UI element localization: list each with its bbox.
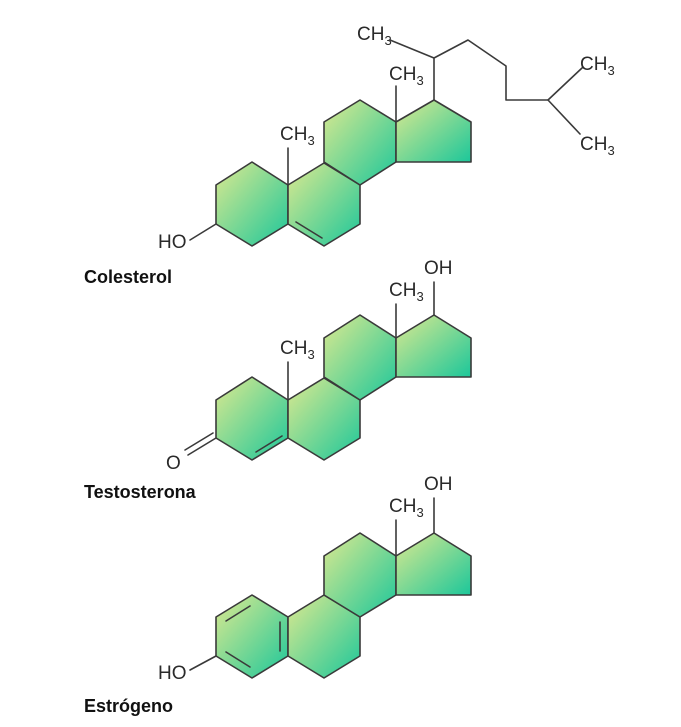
- hydroxyl-label: HO: [158, 663, 187, 684]
- hydroxyl-label: OH: [424, 258, 453, 279]
- methyl-label: CH3: [280, 124, 315, 148]
- aromatic-double-bond: [225, 651, 251, 668]
- ring-d: [395, 314, 472, 378]
- methyl-label: CH3: [280, 338, 315, 362]
- side-chain: [433, 39, 583, 101]
- aromatic-double-bond: [225, 605, 251, 622]
- methyl-label: CH3: [580, 134, 615, 158]
- side-chain-methyl-bond: [389, 39, 435, 59]
- ring-a: [215, 376, 289, 461]
- hydroxyl-bond: [189, 223, 217, 241]
- ring-d: [395, 99, 472, 163]
- estrogen-structure: CH3 OH HO Estrógeno: [84, 474, 472, 716]
- hydroxyl-label: OH: [424, 474, 453, 495]
- methyl-label: CH3: [357, 24, 392, 48]
- hydroxyl-label: HO: [158, 232, 187, 253]
- hydroxyl-bond: [189, 655, 217, 671]
- carbonyl-bond: [187, 437, 217, 456]
- methyl-label: CH3: [580, 54, 615, 78]
- cholesterol-structure: CH3 CH3 CH3 CH3 CH3 HO Colesterol: [84, 24, 615, 287]
- ring-d: [395, 532, 472, 596]
- ring-a: [215, 161, 289, 247]
- molecule-name-testosterone: Testosterona: [84, 482, 197, 502]
- testosterone-structure: CH3 CH3 OH O Testosterona: [84, 258, 472, 502]
- double-bond: [255, 435, 283, 453]
- methyl-label: CH3: [389, 280, 424, 304]
- methyl-label: CH3: [389, 64, 424, 88]
- carbonyl-bond: [184, 432, 214, 451]
- molecule-name-estrogen: Estrógeno: [84, 696, 173, 716]
- molecule-name-cholesterol: Colesterol: [84, 267, 172, 287]
- oxygen-label: O: [166, 453, 181, 474]
- double-bond: [295, 221, 323, 239]
- ring-a: [215, 594, 289, 679]
- methyl-label: CH3: [389, 496, 424, 520]
- side-chain-methyl-bond-2: [547, 99, 581, 135]
